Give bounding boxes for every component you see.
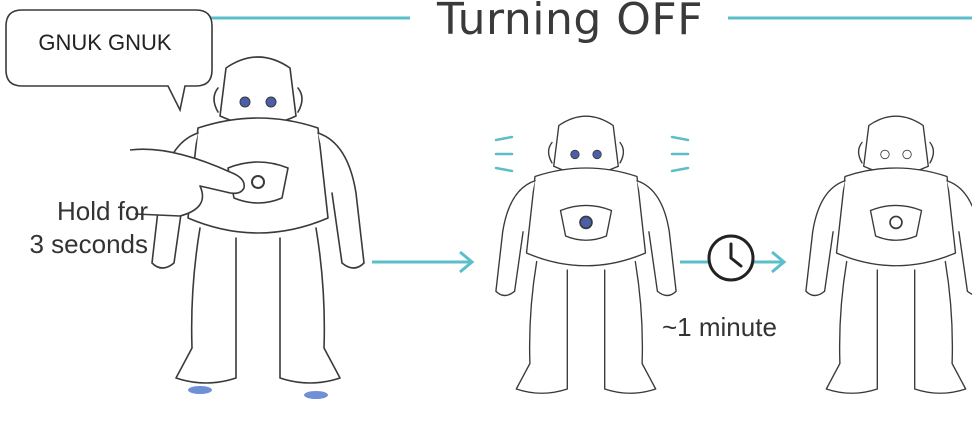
robot-off: [805, 115, 972, 394]
foot-light: [188, 386, 212, 394]
speech-text: GNUK GNUK: [38, 30, 172, 55]
robot-eye: [592, 149, 602, 160]
arrow-right-head: [771, 250, 787, 274]
chest-button: [251, 175, 265, 189]
wait-duration-label: ~1 minute: [662, 312, 777, 342]
robot-eye: [239, 96, 251, 108]
robot-eye: [880, 149, 890, 160]
hold-line-1: Hold for: [56, 196, 148, 226]
robot-eye: [265, 96, 277, 108]
clock-icon: [707, 234, 755, 282]
finger-icon: [129, 148, 246, 217]
foot-light: [304, 391, 328, 399]
arrow-right-head: [459, 250, 475, 274]
chest-button: [889, 215, 903, 230]
hold-line-2: 3 seconds: [29, 228, 148, 259]
chest-button: [579, 215, 593, 230]
robot-standing: [151, 56, 365, 399]
robot-eye: [902, 149, 912, 160]
robot-eye: [570, 149, 580, 160]
page-title: Turning OFF: [436, 0, 704, 45]
robot-crouching: [495, 115, 677, 394]
speech-bubble-icon: [5, 9, 213, 113]
head-light-marks: [494, 135, 690, 173]
hold-instruction: Hold for 3 seconds: [8, 195, 148, 260]
